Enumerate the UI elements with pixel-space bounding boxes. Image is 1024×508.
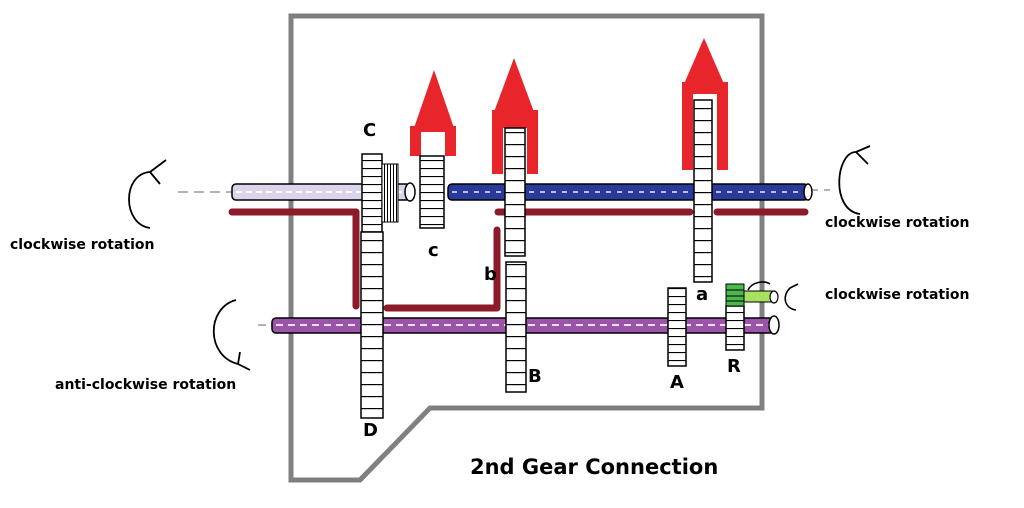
gear-c bbox=[419, 155, 445, 229]
gear-C bbox=[361, 153, 383, 233]
gearbox-housing bbox=[288, 13, 765, 483]
gear-a bbox=[693, 99, 713, 283]
input-rotation-label: clockwise rotation bbox=[10, 237, 155, 253]
gear-label-a: a bbox=[696, 284, 709, 305]
dog-clutch-teeth bbox=[381, 163, 399, 223]
output-rotation-label: clockwise rotation bbox=[825, 215, 970, 231]
gear-label-A: A bbox=[670, 372, 684, 393]
gear-label-C: C bbox=[363, 120, 377, 141]
gear-label-D: D bbox=[363, 420, 378, 441]
gear-label-R: R bbox=[727, 356, 741, 377]
gear-label-c: c bbox=[428, 240, 439, 261]
gear-B bbox=[505, 261, 527, 393]
gear-label-B: B bbox=[528, 366, 542, 387]
gear-label-b: b bbox=[484, 264, 497, 285]
diagram-title: 2nd Gear Connection bbox=[470, 455, 719, 479]
rotation-arrow-input bbox=[128, 159, 167, 229]
reverse-rotation-label: clockwise rotation bbox=[825, 287, 970, 303]
countershaft-rotation-label: anti-clockwise rotation bbox=[55, 377, 237, 393]
power-flow-path bbox=[228, 208, 809, 312]
gear-A bbox=[667, 287, 687, 367]
reverse-idler-gear bbox=[725, 283, 745, 307]
gear-R bbox=[725, 305, 745, 351]
rotation-arrow-countershaft bbox=[212, 299, 251, 371]
shift-fork-left bbox=[410, 70, 456, 156]
gear-D bbox=[360, 231, 384, 419]
gear-b bbox=[504, 127, 526, 257]
rotation-arrow-output bbox=[838, 145, 871, 215]
rotation-arrow-reverse bbox=[747, 281, 799, 311]
